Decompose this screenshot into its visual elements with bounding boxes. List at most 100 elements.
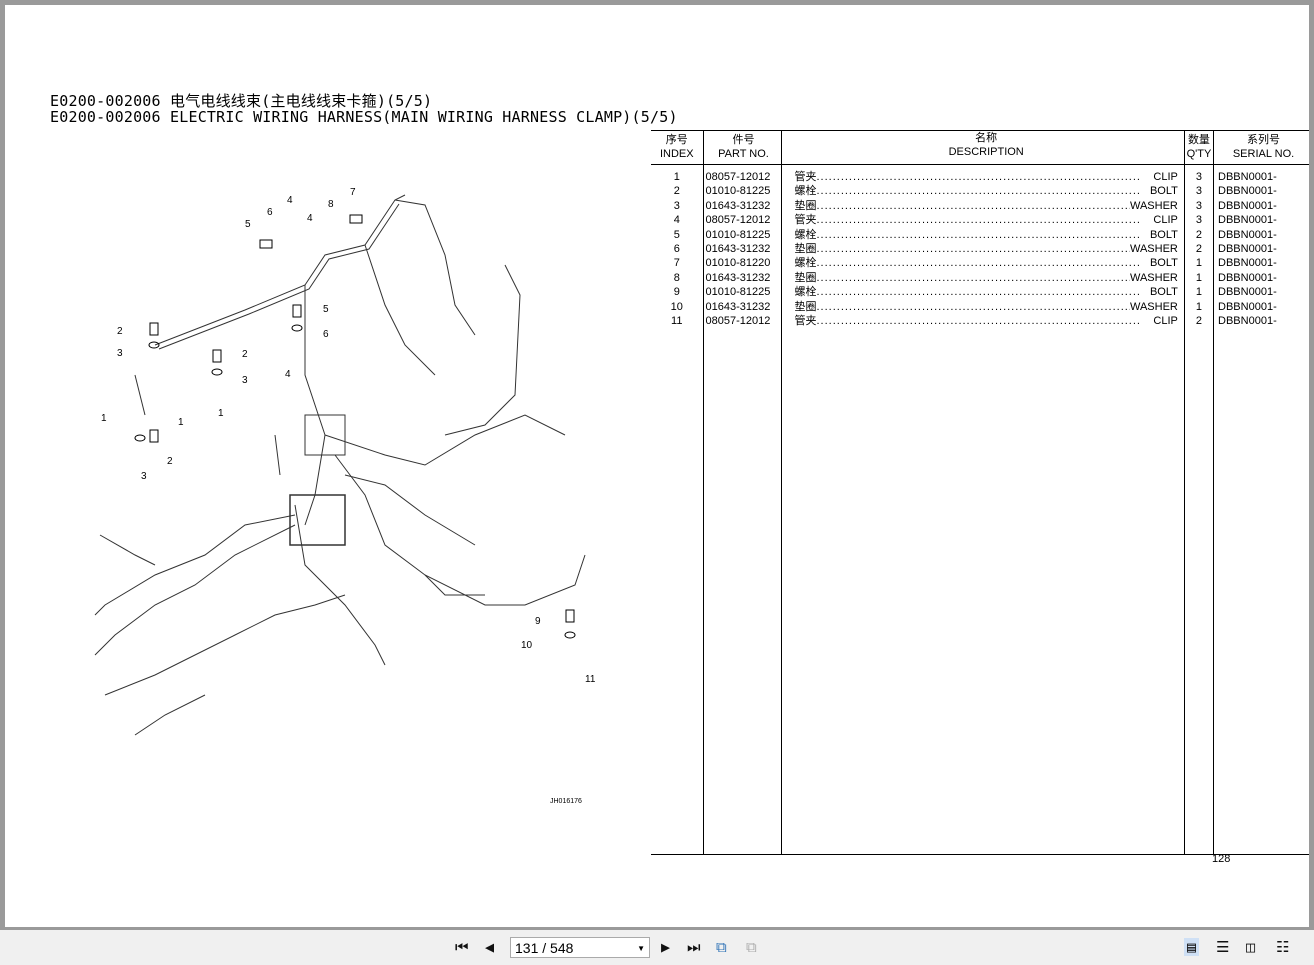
index-cell: 8 [673, 271, 680, 284]
serial-cell: DBBN0001- [1213, 213, 1309, 228]
part-number-cell: 01643-31232 [702, 241, 782, 257]
quantity-cell: 1 [1183, 299, 1214, 314]
callout: 6 [323, 329, 329, 340]
pdf-viewer-toolbar: ⏮ ◀ 131 / 548 ▼ ▶ ⏭ ⧉ ⧉ ▤ ☰ ◫ ☷ [0, 930, 1314, 965]
quantity-cell: 2 [1183, 227, 1214, 242]
callout: 3 [117, 348, 123, 359]
continuous-facing-view-icon[interactable]: ☷ [1276, 938, 1290, 956]
callout: 4 [307, 213, 313, 224]
table-row: 3 01643-31232 垫圈........................… [651, 198, 1309, 214]
quantity-cell: 3 [1183, 184, 1214, 199]
name-cn: 管夹 [794, 314, 817, 327]
filler-cell [1213, 328, 1309, 856]
part-number-cell: 08057-12012 [702, 213, 782, 228]
serial-cell: DBBN0001- [1213, 270, 1309, 286]
callout: 3 [242, 375, 248, 386]
name-en: WASHER [1129, 300, 1178, 313]
table-row: 4 08057-12012 管夹........................… [651, 213, 1309, 228]
description-cell: 螺栓......................................… [781, 256, 1185, 271]
part-number-cell: 01643-31232 [702, 299, 782, 314]
header-cn: 系列号 [1247, 134, 1281, 146]
header-cn: 数量 [1187, 134, 1210, 146]
title-chinese: E0200-002006 电气电线线束(主电线线束卡箍)(5/5) [50, 92, 433, 110]
name-cn: 管夹 [794, 171, 817, 183]
header-en: DESCRIPTION [948, 146, 1024, 158]
part-number-cell: 01643-31232 [702, 198, 782, 214]
description-cell: 管夹......................................… [781, 164, 1185, 185]
facing-view-icon[interactable]: ◫ [1246, 938, 1256, 956]
page-selector[interactable]: 131 / 548 ▼ [510, 937, 650, 958]
index-cell: 7 [673, 257, 680, 270]
name-cn: 垫圈 [794, 271, 817, 284]
description-cell: 管夹......................................… [781, 213, 1185, 228]
quantity-cell: 3 [1183, 213, 1214, 228]
first-page-button[interactable]: ⏮ [455, 938, 469, 956]
quantity-cell: 1 [1183, 256, 1214, 271]
header-en: PART NO. [718, 148, 769, 160]
table-row: 1 08057-12012 管夹........................… [651, 164, 1309, 185]
callout: 9 [535, 616, 541, 627]
diagram-code: JH016176 [550, 798, 582, 805]
last-page-button[interactable]: ⏭ [687, 938, 701, 956]
header-cn: 序号 [665, 134, 688, 146]
callout: 6 [267, 207, 273, 218]
filler-cell [651, 328, 704, 856]
index-cell: 2 [673, 185, 680, 198]
callout: 1 [178, 417, 184, 428]
column-header: 系列号 SERIAL NO. [1213, 130, 1309, 165]
callout: 5 [323, 304, 329, 315]
callout: 8 [328, 199, 334, 210]
header-en: SERIAL NO. [1232, 148, 1295, 160]
harness-wires [94, 194, 586, 736]
name-en: BOLT [1149, 257, 1178, 270]
callout: 3 [141, 471, 147, 482]
fasteners [134, 214, 576, 639]
name-en: CLIP [1153, 214, 1178, 227]
name-en: BOLT [1149, 185, 1178, 198]
name-cn: 垫圈 [794, 199, 817, 212]
callout: 7 [350, 187, 356, 198]
name-cn: 螺栓 [794, 257, 817, 270]
quantity-cell: 3 [1183, 164, 1214, 185]
chevron-down-icon: ▼ [637, 944, 645, 953]
quantity-cell: 1 [1183, 270, 1214, 286]
callout-labels: 7 4 8 6 4 5 5 6 2 3 2 3 1 1 1 4 3 2 9 10… [101, 187, 596, 805]
single-page-view-icon[interactable]: ▤ [1184, 938, 1200, 956]
index-cell: 6 [673, 242, 680, 255]
part-number-cell: 01643-31232 [702, 270, 782, 286]
callout: 4 [287, 195, 293, 206]
description-cell: 垫圈......................................… [781, 241, 1185, 257]
callout: 2 [242, 349, 248, 360]
serial-cell: DBBN0001- [1213, 198, 1309, 214]
part-number-cell: 08057-12012 [702, 313, 782, 329]
name-cn: 垫圈 [794, 300, 817, 313]
go-back-view-icon[interactable]: ⧉ [716, 938, 727, 956]
index-cell: 3 [673, 199, 680, 212]
table-row: 7 01010-81220 螺栓........................… [651, 256, 1309, 271]
previous-page-button[interactable]: ◀ [485, 938, 495, 956]
callout: 1 [101, 413, 107, 424]
name-en: BOLT [1149, 286, 1178, 299]
table-row: 5 01010-81225 螺栓........................… [651, 227, 1309, 242]
part-number-cell: 01010-81225 [702, 285, 782, 300]
name-cn: 垫圈 [794, 242, 817, 255]
description-cell: 螺栓......................................… [781, 227, 1185, 242]
description-cell: 管夹......................................… [781, 313, 1185, 329]
page-field-value: 131 / 548 [515, 940, 574, 956]
go-forward-view-icon[interactable]: ⧉ [746, 938, 757, 956]
serial-cell: DBBN0001- [1213, 227, 1309, 242]
description-cell: 垫圈......................................… [781, 270, 1185, 286]
name-en: CLIP [1153, 171, 1178, 183]
index-cell: 10 [670, 300, 683, 313]
continuous-view-icon[interactable]: ☰ [1216, 938, 1230, 956]
name-en: WASHER [1129, 199, 1178, 212]
name-en: WASHER [1129, 271, 1178, 284]
description-cell: 垫圈......................................… [781, 299, 1185, 314]
filler-cell [1183, 328, 1214, 856]
next-page-button[interactable]: ▶ [661, 938, 671, 956]
description-cell: 垫圈......................................… [781, 198, 1185, 214]
filler-cell [702, 328, 782, 856]
serial-cell: DBBN0001- [1213, 184, 1309, 199]
